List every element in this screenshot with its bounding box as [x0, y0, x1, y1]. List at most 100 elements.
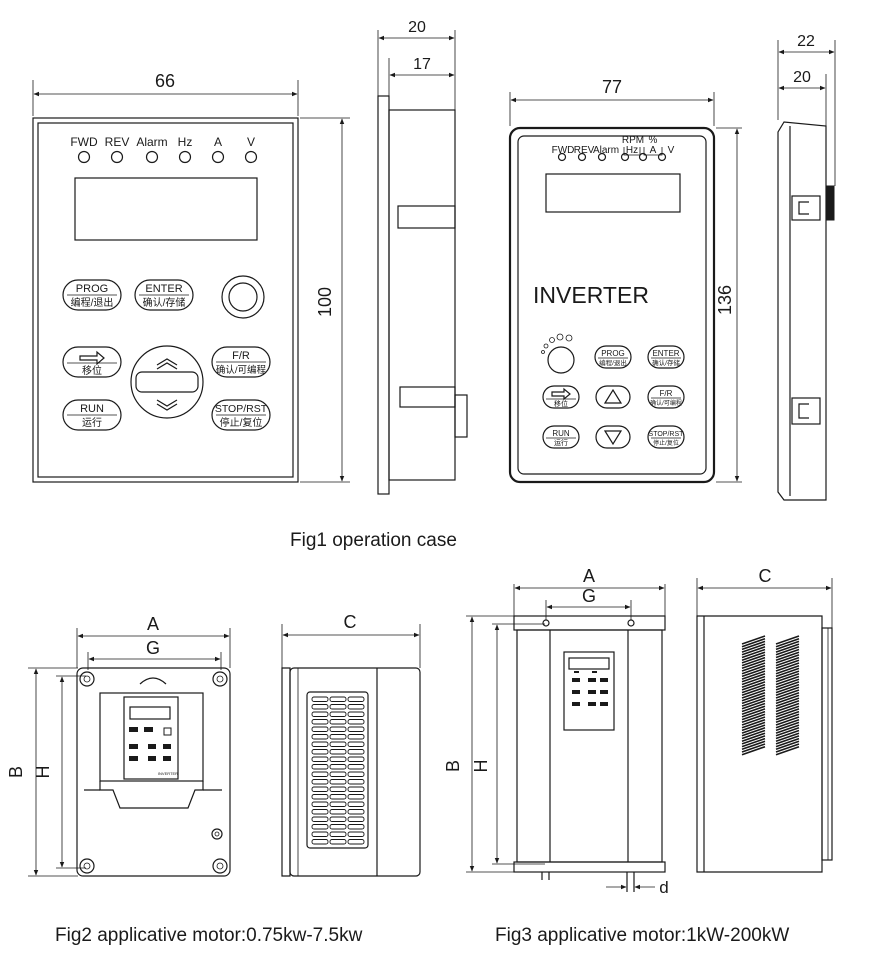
panel1-updown-dial[interactable] [130, 345, 204, 419]
vent-slot [311, 824, 329, 830]
heatsink-fin [775, 640, 800, 651]
panel2-shift-button[interactable]: 移位 [542, 385, 580, 409]
heatsink-fin [741, 691, 766, 702]
fig3-label-d: d [659, 878, 668, 897]
panel2-fr-button[interactable]: F/R 确认/可编程 [647, 385, 685, 409]
fig3-label-c: C [759, 566, 772, 586]
heatsink-fin [775, 702, 800, 713]
heatsink-fin [775, 670, 800, 680]
svg-text:运行: 运行 [82, 416, 102, 429]
heatsink-fin [775, 694, 800, 705]
heatsink-fin [741, 681, 766, 691]
heatsink-fin [775, 729, 800, 740]
heatsink-fin [775, 735, 800, 745]
label-percent: % [649, 135, 658, 146]
vent-slot [347, 741, 365, 747]
fig3-top-plate [513, 615, 666, 631]
heatsink-fin [775, 727, 800, 737]
heatsink-fin [741, 727, 766, 737]
heatsink-fin [775, 732, 800, 742]
heatsink-fin [741, 643, 766, 653]
heatsink-fin [775, 664, 800, 675]
vent-slot [311, 719, 329, 725]
panel2-prog-button[interactable]: PROG 编程/退出 [594, 345, 632, 369]
heatsink-fin [741, 710, 766, 721]
fig2-vent-grille [306, 691, 369, 849]
vent-slot [347, 786, 365, 792]
heatsink-fin [775, 716, 800, 726]
panel1-height-label: 100 [315, 287, 335, 317]
heatsink-fin [741, 716, 766, 726]
down-chevron-icon [156, 399, 178, 411]
vent-slot [329, 734, 347, 740]
vent-slot [347, 779, 365, 785]
fig2-front-view: A G B H INVERTER [6, 614, 231, 877]
panel1-run-button[interactable]: RUN 运行 [62, 399, 122, 431]
vent-slot [347, 794, 365, 800]
panel2-enter-button[interactable]: ENTER 确认/存储 [647, 345, 685, 369]
vent-slot [311, 704, 329, 710]
panel2-stop-button[interactable]: STOP/RST 停止/复位 [647, 425, 685, 449]
vent-slot [347, 831, 365, 837]
vent-slot [311, 831, 329, 837]
vent-slot [311, 779, 329, 785]
svg-text:确认/可编程: 确认/可编程 [650, 399, 682, 407]
down-triangle-icon [603, 430, 623, 446]
panel2-front: 77 136 RPM % FWD REV Alarm Hz A V INVERT… [508, 77, 742, 484]
fig2-label-a: A [147, 614, 159, 634]
panel1-shift-button[interactable]: 移位 [62, 346, 122, 378]
panel2-run-button[interactable]: RUN 运行 [542, 425, 580, 449]
vent-slot [329, 779, 347, 785]
panel2-up-button[interactable] [595, 385, 631, 409]
vent-slot [329, 711, 347, 717]
led-label-v: V [247, 135, 255, 149]
vent-slot [347, 726, 365, 732]
fig3-front-view: A G B H d [443, 566, 669, 897]
heatsink-fin [741, 675, 766, 686]
heatsink-fin [741, 721, 766, 732]
vent-slot [311, 771, 329, 777]
heatsink-fin [741, 637, 766, 648]
heatsink-fin [741, 740, 766, 751]
heatsink-fin [775, 697, 800, 707]
fig3-caption: Fig3 applicative motor:1kW-200kW [495, 925, 790, 946]
heatsink-fin [741, 708, 766, 718]
panel1-knob[interactable] [221, 275, 265, 319]
led-label-fwd: FWD [70, 135, 98, 149]
vent-slot [311, 801, 329, 807]
side1-outer-label: 20 [408, 19, 426, 36]
side2-outer-label: 22 [797, 33, 815, 50]
fig2-keypad [123, 696, 179, 780]
led-label-hz: Hz [178, 135, 193, 149]
panel2-down-button[interactable] [595, 425, 631, 449]
panel2-knob[interactable] [541, 333, 575, 374]
fig2-housing [76, 667, 231, 877]
panel1-enter-button[interactable]: ENTER 确认/存储 [134, 279, 194, 311]
svg-text:编程/退出: 编程/退出 [71, 296, 114, 309]
panel1-front: 66 100 FWD REV Alarm Hz A V PROG [32, 71, 350, 483]
heatsink-fin [775, 651, 800, 661]
vent-slot [347, 756, 365, 762]
svg-text:确认/可编程: 确认/可编程 [216, 364, 267, 376]
heatsink-fin [741, 667, 766, 678]
svg-text:FWD: FWD [552, 145, 575, 156]
heatsink-fin [741, 724, 766, 734]
heatsink-fin [741, 683, 766, 694]
vent-slot [347, 719, 365, 725]
panel1-fr-button[interactable]: F/R 确认/可编程 [211, 346, 271, 378]
heatsink-fin [775, 667, 800, 678]
panel1-stop-button[interactable]: STOP/RST 停止/复位 [211, 399, 271, 431]
svg-text:F/R: F/R [660, 389, 673, 398]
heatsink-fin [775, 643, 800, 653]
side2-inner-label: 20 [793, 69, 811, 86]
heatsink-fin [741, 662, 766, 672]
panel1-prog-button[interactable]: PROG 编程/退出 [62, 279, 122, 311]
svg-text:STOP/RST: STOP/RST [215, 403, 268, 415]
fig3-label-g: G [582, 586, 596, 606]
svg-text:RUN: RUN [80, 403, 104, 415]
heatsink-fin [775, 713, 800, 724]
fig2-side-view: C [281, 612, 421, 877]
heatsink-fin [741, 735, 766, 745]
heatsink-fin [741, 718, 766, 729]
